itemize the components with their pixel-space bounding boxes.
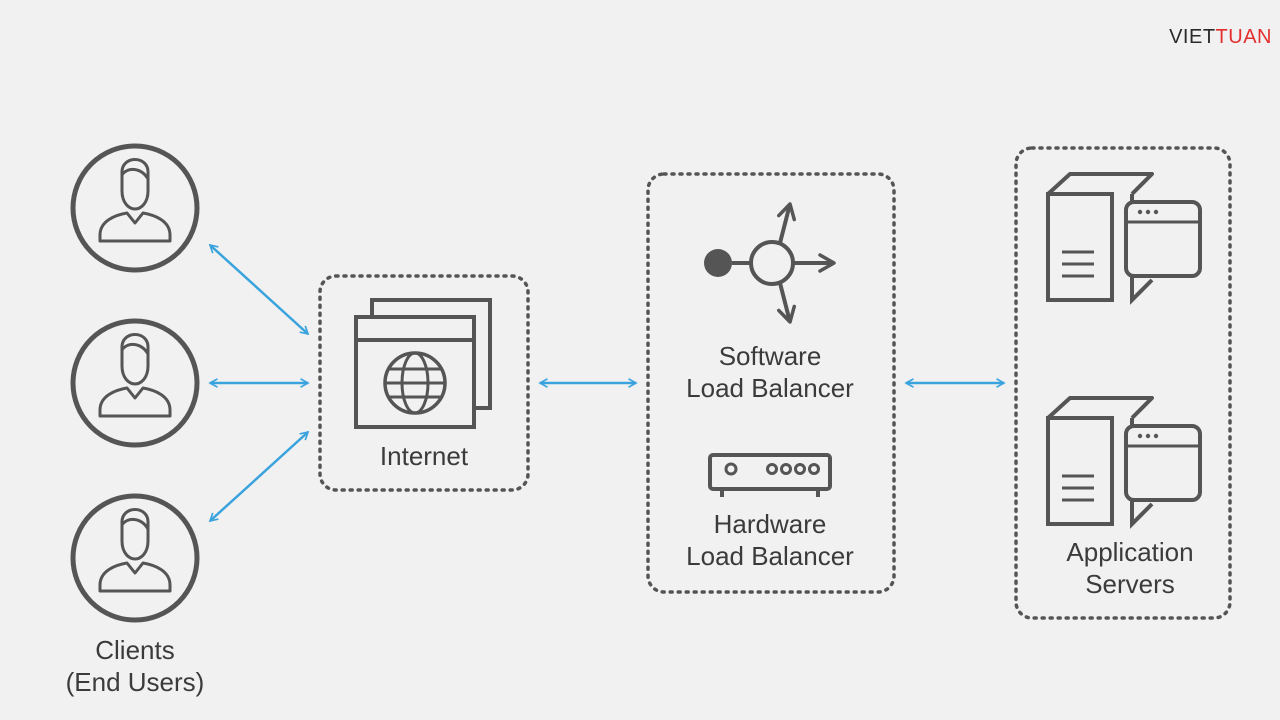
server-icon-1 bbox=[1046, 172, 1202, 302]
hardware-load-balancer-label: Hardware Load Balancer bbox=[650, 508, 890, 572]
arrow-client3-internet bbox=[210, 432, 308, 521]
internet-box bbox=[318, 274, 530, 492]
hardware-lb-line1: Hardware bbox=[713, 509, 827, 539]
software-load-balancer-icon bbox=[704, 202, 836, 324]
internet-label-text: Internet bbox=[379, 441, 469, 471]
load-balancer-box bbox=[646, 172, 896, 594]
brand-logo: VIETTUAN bbox=[1169, 26, 1272, 49]
hardware-load-balancer-icon bbox=[708, 453, 832, 497]
application-servers-box bbox=[1014, 146, 1232, 620]
software-lb-line1: Software bbox=[718, 341, 822, 371]
brand-logo-part1: VIET bbox=[1169, 26, 1216, 48]
software-load-balancer-label: Software Load Balancer bbox=[650, 340, 890, 404]
software-lb-line2: Load Balancer bbox=[686, 373, 854, 403]
hardware-lb-line2: Load Balancer bbox=[686, 541, 854, 571]
arrow-client1-internet bbox=[210, 245, 308, 334]
app-servers-line1: Application bbox=[1066, 537, 1194, 567]
clients-label-line1: Clients bbox=[95, 635, 175, 665]
globe-browser-icon bbox=[354, 298, 492, 429]
clients-label-line2: (End Users) bbox=[65, 667, 205, 697]
client-user-icon-3 bbox=[70, 493, 200, 623]
app-servers-line2: Servers bbox=[1085, 569, 1175, 599]
application-servers-label: Application Servers bbox=[1020, 536, 1240, 600]
client-user-icon-2 bbox=[70, 318, 200, 448]
server-icon-2 bbox=[1046, 396, 1202, 526]
clients-label: Clients (End Users) bbox=[35, 634, 235, 698]
client-user-icon-1 bbox=[70, 143, 200, 273]
brand-logo-part2: TUAN bbox=[1215, 26, 1272, 48]
internet-label: Internet bbox=[324, 440, 524, 472]
